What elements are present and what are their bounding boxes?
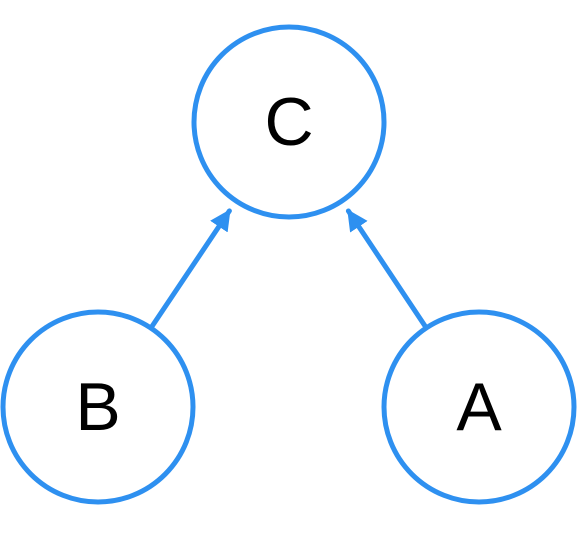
node-a-label: A: [456, 369, 502, 445]
edge-b-to-c: [149, 208, 232, 329]
node-c[interactable]: C: [191, 24, 387, 220]
node-a-circle: [381, 309, 577, 505]
node-b-circle: [0, 309, 196, 505]
edge-layer: [149, 208, 428, 329]
node-c-circle: [191, 24, 387, 220]
node-b-label: B: [75, 369, 120, 445]
edge-a-to-c: [345, 208, 428, 329]
node-a[interactable]: A: [381, 309, 577, 505]
node-c-label: C: [264, 84, 313, 160]
node-b[interactable]: B: [0, 309, 196, 505]
